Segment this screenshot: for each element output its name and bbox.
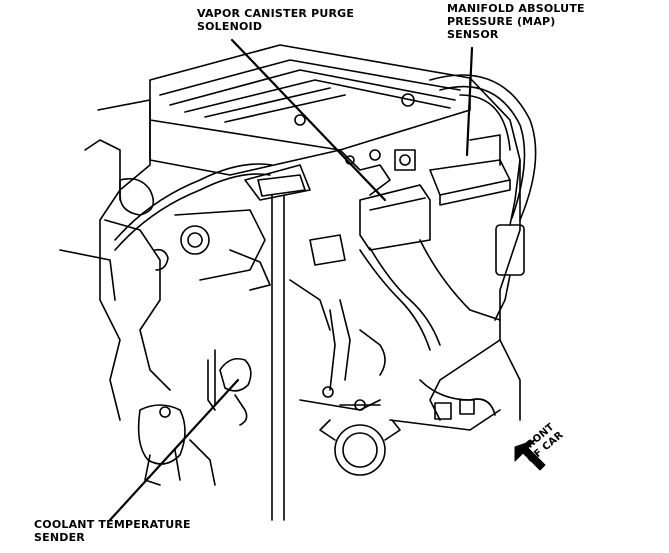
vacuum-hoses bbox=[114, 74, 537, 251]
valve-cover bbox=[149, 44, 471, 176]
vapor-canister-leader bbox=[230, 38, 387, 202]
vapor-canister-label-line2: SOLENOID bbox=[197, 20, 263, 33]
wiring-harness bbox=[299, 239, 501, 411]
coolant-sender-label: COOLANT TEMPERATURE SENDER bbox=[34, 518, 191, 544]
leader-lines bbox=[108, 38, 474, 522]
dipstick bbox=[257, 174, 306, 521]
lower-pulley bbox=[137, 404, 216, 486]
vapor-canister-label-line1: VAPOR CANISTER PURGE bbox=[197, 7, 355, 20]
coolant-sender-leader bbox=[108, 378, 240, 522]
arrow-up-left-icon bbox=[514, 439, 546, 471]
map-sensor-label-line1: MANIFOLD ABSOLUTE bbox=[447, 2, 585, 15]
map-sensor-part bbox=[429, 134, 525, 321]
coolant-sender-label-line1: COOLANT TEMPERATURE bbox=[34, 518, 191, 531]
thermostat-housing bbox=[319, 399, 401, 476]
coolant-sender-part bbox=[207, 349, 252, 426]
map-sensor-label-line2: PRESSURE (MAP) bbox=[447, 15, 556, 28]
coolant-sender-label-line2: SENDER bbox=[34, 531, 85, 544]
map-sensor-leader bbox=[465, 46, 474, 157]
vapor-canister-label: VAPOR CANISTER PURGE SOLENOID bbox=[197, 7, 354, 33]
throttle-linkage bbox=[174, 164, 331, 331]
engine-block-right bbox=[389, 77, 521, 431]
map-sensor-label-line3: SENSOR bbox=[447, 28, 499, 41]
map-sensor-label: MANIFOLD ABSOLUTE PRESSURE (MAP) SENSOR bbox=[447, 2, 585, 41]
solenoid-part bbox=[309, 149, 431, 266]
engine-block-left bbox=[59, 99, 171, 421]
